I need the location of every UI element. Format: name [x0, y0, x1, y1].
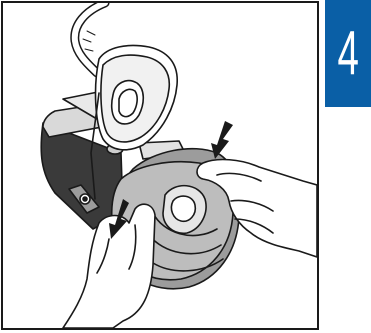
step-number-badge: 4 — [325, 0, 371, 107]
instruction-illustration — [40, 3, 317, 328]
push-arrow-right-icon — [211, 121, 233, 159]
illustration-frame — [1, 1, 319, 330]
left-hand-icon — [62, 203, 156, 328]
open-lid-icon — [90, 44, 178, 200]
air-tube-icon — [70, 3, 110, 78]
push-arrow-left-icon — [109, 199, 129, 239]
step-number: 4 — [337, 18, 359, 88]
right-hand-icon — [196, 158, 317, 258]
